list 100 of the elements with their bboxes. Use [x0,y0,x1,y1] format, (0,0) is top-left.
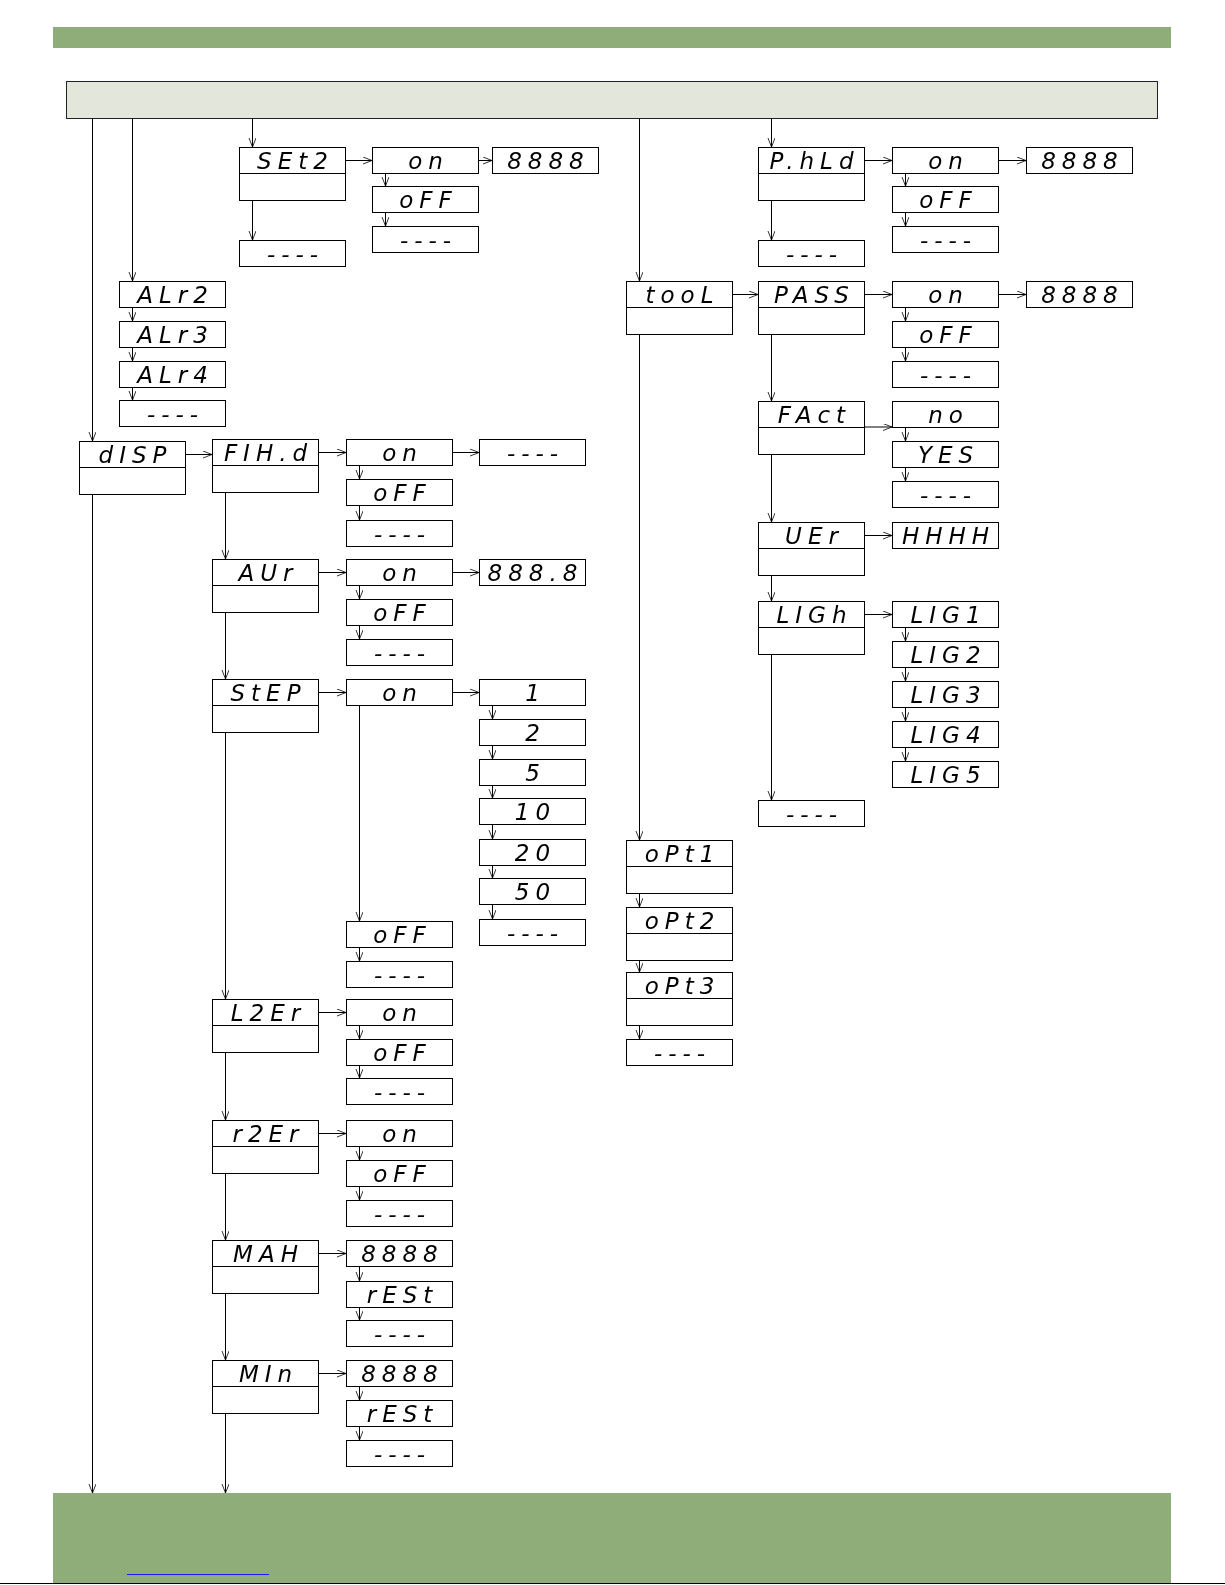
option-box [479,798,586,825]
display-text: r2Er [231,1122,305,1146]
option-box [479,759,586,786]
option-box [892,147,999,174]
option-box [479,839,586,866]
option-box [346,961,453,988]
display-text: UEr [784,524,844,548]
display-text: dISP [97,443,173,467]
display-text: 20 [513,841,557,865]
display-text: 50 [513,880,557,904]
display-text: 888.8 [486,561,584,585]
display-text: on [381,1001,423,1025]
display-text: ---- [784,242,844,266]
option-box [892,281,999,308]
display-text: oFF [372,1041,432,1065]
option-box [1026,147,1133,174]
menu-item-box [626,840,733,894]
display-text: 10 [513,800,557,824]
display-text: LIG1 [909,603,987,627]
option-box [346,679,453,706]
option-box [346,479,453,506]
menu-item-box [212,559,319,613]
display-text: 8888 [360,1242,444,1266]
option-box [892,641,999,668]
display-text: SEt2 [256,149,334,173]
option-box [479,719,586,746]
display-text: on [927,283,969,307]
option-box [758,240,865,267]
option-box [346,1240,453,1267]
option-box [758,800,865,827]
menu-item-box [239,147,346,201]
display-text: on [927,149,969,173]
option-box [346,599,453,626]
menu-item-box [758,147,865,201]
display-text: on [407,149,449,173]
display-text: rESt [365,1402,439,1426]
option-box [346,1120,453,1147]
option-box [346,999,453,1026]
option-box [892,481,999,508]
display-text: ---- [372,1080,432,1104]
option-box [346,1440,453,1467]
display-text: LIG5 [909,763,987,787]
menu-item-box [212,1360,319,1414]
display-text: oPt1 [643,842,721,866]
option-box [346,1281,453,1308]
menu-item-box [626,907,733,961]
option-box [372,186,479,213]
option-box [372,226,479,253]
display-text: 1 [524,681,546,705]
option-box [119,281,226,308]
display-text: on [381,561,423,585]
display-text: 2 [524,721,546,745]
option-box [479,878,586,905]
option-box [346,559,453,586]
display-text: oFF [372,601,432,625]
menu-item-box [758,522,865,576]
option-box [892,681,999,708]
option-box [346,1360,453,1387]
option-box [892,226,999,253]
display-text: ---- [918,363,978,387]
display-text: on [381,441,423,465]
display-text: StEP [229,681,307,705]
display-text: ---- [505,441,565,465]
option-box [479,439,586,466]
option-box [346,1160,453,1187]
display-text: L2Er [229,1001,307,1025]
display-text: AUr [236,561,299,585]
option-box [479,559,586,586]
menu-item-box [212,679,319,733]
display-text: oFF [398,188,458,212]
display-text: ---- [145,402,205,426]
display-text: YES [916,443,980,467]
menu-item-box [626,281,733,335]
option-box [372,147,479,174]
display-text: FAct [776,403,852,427]
display-text: ---- [372,1442,432,1466]
option-box [346,1400,453,1427]
option-box [346,439,453,466]
menu-item-box [758,281,865,335]
display-text: LIGh [775,603,853,627]
display-text: 5 [524,761,546,785]
display-text: ---- [372,1322,432,1346]
option-box [346,921,453,948]
display-text: oPt2 [643,909,721,933]
option-box [892,401,999,428]
option-box [892,361,999,388]
display-text: PASS [773,283,855,307]
display-text: HHHH [900,524,996,548]
option-box [892,441,999,468]
display-text: ---- [784,802,844,826]
display-text: ---- [372,963,432,987]
display-text: oFF [372,481,432,505]
display-text: ---- [372,522,432,546]
display-text: ALr3 [135,323,214,347]
display-text: 8888 [506,149,590,173]
display-text: ---- [372,641,432,665]
display-text: ---- [918,228,978,252]
display-text: oFF [918,323,978,347]
display-text: tooL [644,283,720,307]
option-box [892,761,999,788]
